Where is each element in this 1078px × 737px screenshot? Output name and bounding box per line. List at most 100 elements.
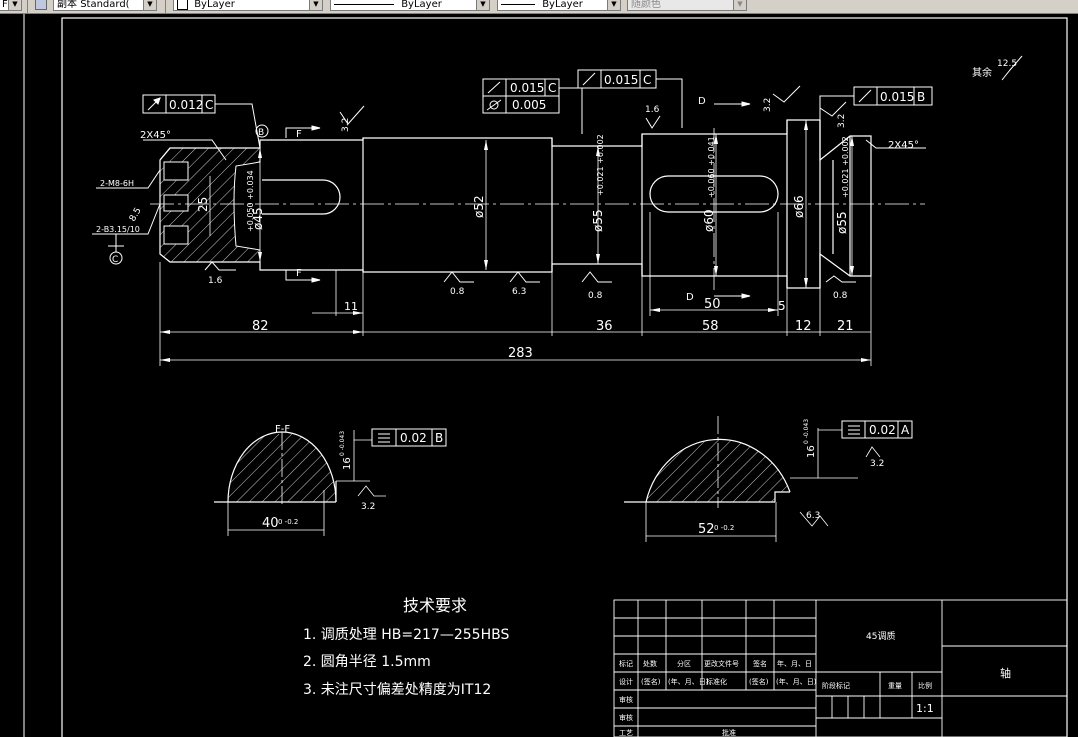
center-lines <box>150 128 925 290</box>
dim-phi66: ø66 <box>792 195 806 218</box>
tech-item-3: 3. 未注尺寸偏差处精度为IT12 <box>303 682 491 698</box>
datum-B-label: B <box>258 128 264 138</box>
rough-rest-label: 其余 <box>972 66 992 79</box>
chamfer-left: 2X45° <box>140 130 171 141</box>
tb-hdr-zone: 分区 <box>677 659 691 668</box>
plot-style-combo[interactable]: 随颜色 ▼ <box>627 0 747 11</box>
fcf-mid2-tol: 0.015 <box>604 73 638 87</box>
dim-58: 58 <box>702 319 719 334</box>
chevron-down-icon[interactable]: ▼ <box>309 0 322 10</box>
section-D-top: D <box>698 96 706 107</box>
rough-32-c: 3.2 <box>837 114 847 128</box>
lineweight-preview <box>501 3 535 5</box>
tb-scale-label: 比例 <box>918 681 932 690</box>
properties-toolbar: F ▼ 副本 Standard( ▼ ByLayer ▼ ByLayer ▼ B… <box>0 0 1078 14</box>
left-combo-fragment[interactable]: F ▼ <box>0 0 22 11</box>
tb-row-approve: 批准 <box>722 728 736 737</box>
fcf-top-left <box>142 94 261 149</box>
tb-material: 45调质 <box>866 630 895 642</box>
tb-row-review: 审核 <box>619 713 633 722</box>
dimension-style-combo[interactable]: 副本 Standard( ▼ <box>53 0 157 11</box>
dim-phi45: ø45 <box>251 207 265 230</box>
depth-label: 8.5 <box>128 206 144 223</box>
datum-C-label: C <box>112 255 118 265</box>
fcf-dd-tol: 0.02 <box>869 423 896 437</box>
dim-12: 12 <box>795 319 812 334</box>
section-F-bottom: F <box>296 268 302 279</box>
dim-phi55b: ø55 <box>835 211 849 234</box>
tb-hdr-docno: 更改文件号 <box>704 659 739 668</box>
chevron-down-icon[interactable]: ▼ <box>733 0 746 10</box>
fcf-middle <box>482 78 583 134</box>
tb-weight: 重量 <box>888 682 902 690</box>
chevron-down-icon[interactable]: ▼ <box>476 0 489 10</box>
dim-16-tol: 0 -0.043 <box>339 431 346 456</box>
rough-63-a: 6.3 <box>512 287 526 297</box>
tech-item-1: 1. 调质处理 HB=217—255HBS <box>303 627 509 643</box>
dim-16b-tol: 0 -0.043 <box>803 419 810 444</box>
section-markers <box>92 101 926 299</box>
lineweight-combo[interactable]: ByLayer ▼ <box>497 0 621 11</box>
tb-row-date2: (年、月、日) <box>776 677 817 686</box>
chevron-down-icon[interactable]: ▼ <box>8 0 21 10</box>
rough-16-a: 1.6 <box>645 105 660 115</box>
dim-40: 40 <box>262 516 279 531</box>
dim-phi55a-tol: +0.021 +0.002 <box>596 134 605 196</box>
section-ff-view <box>214 428 447 536</box>
dim-phi60: ø60 <box>702 209 716 232</box>
dim-21: 21 <box>837 319 854 334</box>
drawing-border <box>61 17 1068 737</box>
tb-hdr-date: 年、月、日 <box>777 659 812 668</box>
dim-283: 283 <box>508 346 533 361</box>
tb-part-name: 轴 <box>1000 666 1011 680</box>
dim-11: 11 <box>344 300 358 313</box>
cad-drawing-canvas[interactable]: 82 11 36 58 50 5 12 21 283 ø45 +0.050 +0… <box>0 14 1078 737</box>
toolbar-separator <box>165 0 166 13</box>
rough-32-b: 3.2 <box>763 98 773 112</box>
dim-82: 82 <box>252 319 269 334</box>
title-block <box>613 599 1068 737</box>
fcf-dd-datum: A <box>901 423 910 437</box>
fcf-right <box>819 86 933 120</box>
tb-row-design: 设计 <box>619 677 633 686</box>
dim-50: 50 <box>704 297 721 312</box>
tb-row-sign: (签名) <box>641 677 661 686</box>
tech-item-2: 2. 圆角半径 1.5mm <box>303 654 431 670</box>
rough-08-c: 0.8 <box>833 291 848 301</box>
linetype-combo[interactable]: ByLayer ▼ <box>330 0 490 11</box>
chevron-down-icon[interactable]: ▼ <box>607 0 620 10</box>
chamfer-right: 2X45° <box>888 140 919 151</box>
tb-row-date: (年、月、日) <box>668 677 709 686</box>
layer-combo[interactable]: ByLayer ▼ <box>173 0 323 11</box>
thread-label-2: 2-B3.15/10 <box>96 225 140 234</box>
dim-16: 16 <box>342 457 353 470</box>
fcf-mid-tol-1: 0.015 <box>510 81 544 95</box>
tb-hdr-sign: 签名 <box>753 659 767 668</box>
dim-16b: 16 <box>806 445 817 458</box>
fcf-right-tol: 0.015 <box>880 90 914 104</box>
rough-08-a: 0.8 <box>450 287 465 297</box>
fcf-mid-tol-2: 0.005 <box>512 98 546 112</box>
rough-32-ff: 3.2 <box>361 502 375 512</box>
rough-08-b: 0.8 <box>588 291 603 301</box>
dim-style-icon[interactable] <box>35 0 47 10</box>
section-F-top: F <box>296 129 302 140</box>
dim-phi60-tol: +0.060 +0.041 <box>707 136 716 198</box>
rough-16-b: 1.6 <box>208 276 223 286</box>
dimension-arrows <box>160 120 871 362</box>
fcf-ff-tol: 0.02 <box>400 431 427 445</box>
tech-title: 技术要求 <box>403 596 467 615</box>
tb-hdr-count: 处数 <box>643 659 657 668</box>
dim-phi55b-tol: +0.021 +0.002 <box>841 136 850 198</box>
dim-40-tol: 0 -0.2 <box>278 518 298 526</box>
rough-32-a: 3.2 <box>341 118 351 132</box>
fcf-mid-datum-1: C <box>548 81 556 95</box>
tb-row-process: 工艺 <box>619 729 633 737</box>
tb-stage-mark: 阶段标记 <box>822 681 850 690</box>
section-D-bottom: D <box>686 292 694 303</box>
tb-hdr-mark: 标记 <box>619 659 633 668</box>
tb-row-check: 审核 <box>619 695 633 704</box>
rough-63-dd: 6.3 <box>806 511 820 521</box>
rough-rest-value: 12.5 <box>997 59 1017 69</box>
chevron-down-icon[interactable]: ▼ <box>143 0 156 10</box>
